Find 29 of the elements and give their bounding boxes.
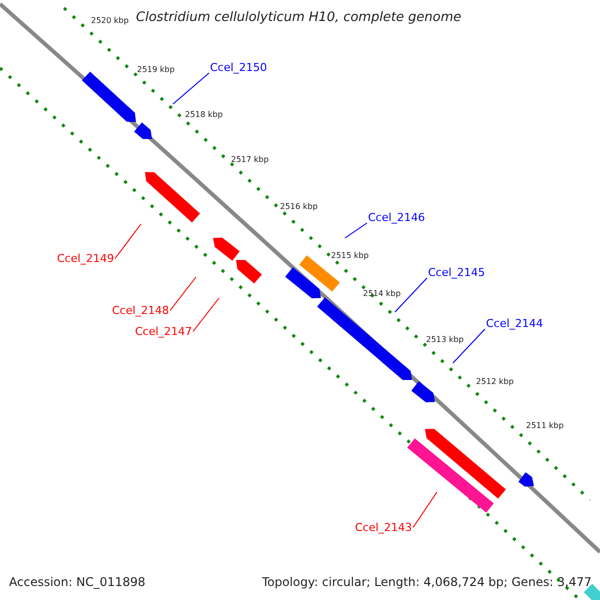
gene-label: Ccel_2146 [368,212,426,223]
gene-label: Ccel_2144 [486,318,544,329]
gene-label: Ccel_2150 [210,62,268,73]
gene-label: Ccel_2149 [57,253,114,264]
info-text: Topology: circular; Length: 4,068,724 bp; Genes: 3,477 [262,576,592,588]
gene-label: Ccel_2147 [135,326,192,337]
title: Clostridium cellulolyticum H10, complete genome [136,11,462,24]
scale-label: 2511 kbp [526,422,564,430]
scale-label: 2518 kbp [185,111,223,119]
leader-line [452,328,486,364]
scale-label: 2513 kbp [426,336,464,344]
gene-label: Ccel_2145 [428,267,486,278]
leader-line [394,278,428,312]
leader-line [192,298,220,332]
leader-line [114,224,142,259]
leader-line [412,492,438,528]
scale-label: 2514 kbp [363,290,401,298]
info-text: Accession: NC_011898 [9,576,146,588]
scale-label: 2519 kbp [137,66,175,74]
scale-label: 2512 kbp [476,378,514,386]
leader-line [344,222,368,238]
scale-label: 2520 kbp [91,17,129,25]
scale-label: 2517 kbp [231,156,269,164]
leader-line [172,72,210,104]
gene-label: Ccel_2148 [112,305,170,316]
scale-label: 2516 kbp [280,203,318,211]
scale-label: 2515 kbp [331,252,369,260]
gene-label: Ccel_2143 [355,522,412,533]
leader-line [170,276,196,311]
